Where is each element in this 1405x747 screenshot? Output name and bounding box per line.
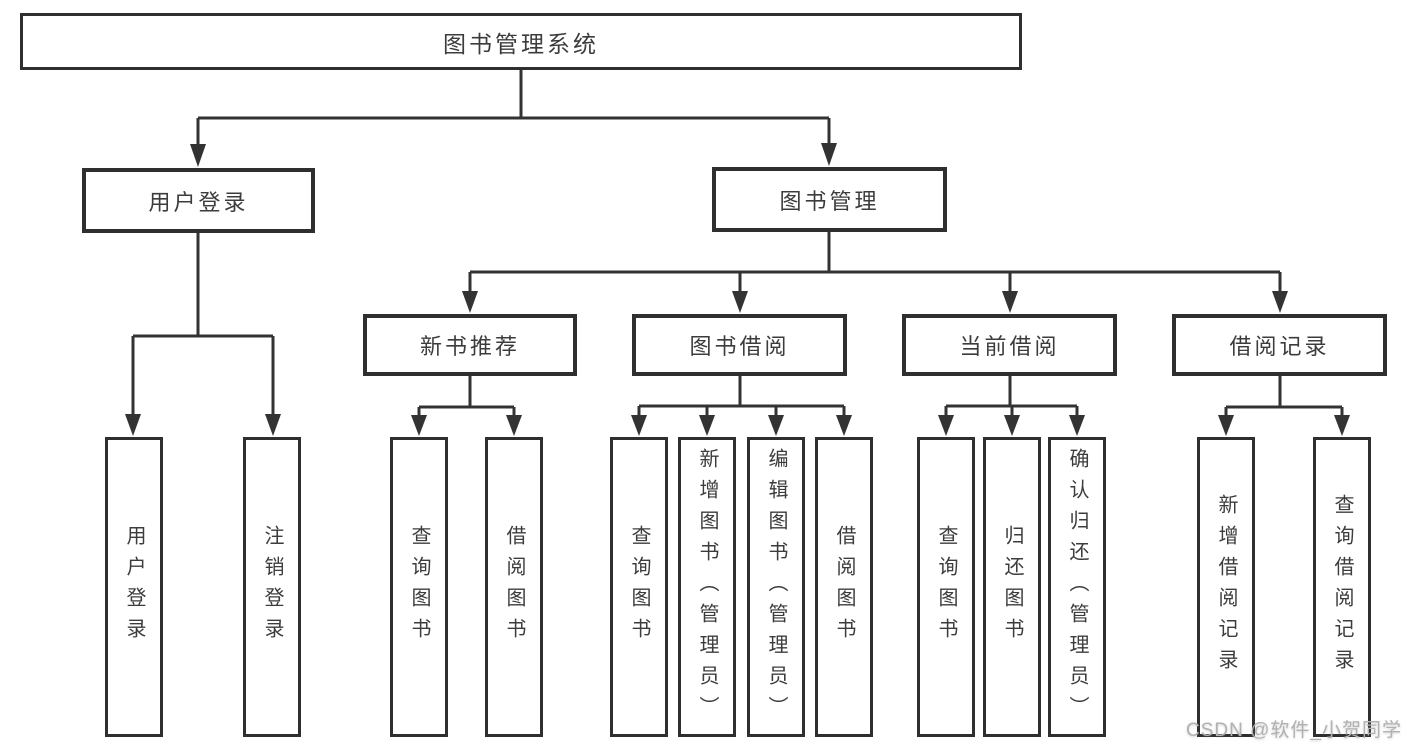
leaf-label: 归还图书 xyxy=(1001,525,1023,649)
leaf-label: 借阅图书 xyxy=(503,525,525,649)
leaf-label: 新增图书（管理员） xyxy=(696,447,718,727)
leaf-borrow-books: 借阅图书 xyxy=(815,437,873,737)
leaf-label: 编辑图书（管理员） xyxy=(765,447,787,727)
leaf-logout: 注销登录 xyxy=(243,437,301,737)
leaf-confirm-return-admin: 确认归还（管理员） xyxy=(1048,437,1106,737)
leaf-query-books-borrowing: 查询图书 xyxy=(610,437,668,737)
leaf-label: 查询图书 xyxy=(935,525,957,649)
leaf-label: 借阅图书 xyxy=(833,525,855,649)
node-current-borrowing: 当前借阅 xyxy=(902,314,1117,376)
leaf-query-borrow-record: 查询借阅记录 xyxy=(1313,437,1371,737)
node-label: 借阅记录 xyxy=(1229,334,1330,359)
node-label: 图书管理 xyxy=(779,188,880,214)
leaf-label: 确认归还（管理员） xyxy=(1066,447,1088,727)
node-label: 新书推荐 xyxy=(419,334,520,359)
leaf-label: 新增借阅记录 xyxy=(1215,494,1237,680)
leaf-add-books-admin: 新增图书（管理员） xyxy=(678,437,736,737)
leaf-query-books-current: 查询图书 xyxy=(917,437,975,737)
node-label: 用户登录 xyxy=(148,189,249,215)
leaf-borrow-books-recommend: 借阅图书 xyxy=(485,437,543,737)
connector-paths xyxy=(131,69,1344,417)
leaf-label: 查询借阅记录 xyxy=(1331,494,1353,680)
node-label: 当前借阅 xyxy=(959,334,1060,359)
node-book-borrowing: 图书借阅 xyxy=(632,314,847,376)
leaf-query-books-recommend: 查询图书 xyxy=(390,437,448,737)
node-label: 图书管理系统 xyxy=(443,30,599,57)
csdn-watermark: CSDN @软件_小贺同学 xyxy=(1186,720,1402,741)
leaf-label: 用户登录 xyxy=(123,525,145,649)
leaf-edit-books-admin: 编辑图书（管理员） xyxy=(747,437,805,737)
node-borrowing-records: 借阅记录 xyxy=(1172,314,1387,376)
leaf-label: 查询图书 xyxy=(408,525,430,649)
node-library-management-system: 图书管理系统 xyxy=(20,13,1022,70)
node-new-book-recommend: 新书推荐 xyxy=(363,314,577,376)
node-book-management: 图书管理 xyxy=(712,167,947,232)
leaf-add-borrow-record: 新增借阅记录 xyxy=(1197,437,1255,737)
leaf-label: 查询图书 xyxy=(628,525,650,649)
node-user-login: 用户登录 xyxy=(82,168,315,233)
leaf-user-login: 用户登录 xyxy=(105,437,163,737)
arrowheads xyxy=(125,143,1350,436)
node-label: 图书借阅 xyxy=(689,334,790,359)
leaf-return-books: 归还图书 xyxy=(983,437,1041,737)
leaf-label: 注销登录 xyxy=(261,525,283,649)
